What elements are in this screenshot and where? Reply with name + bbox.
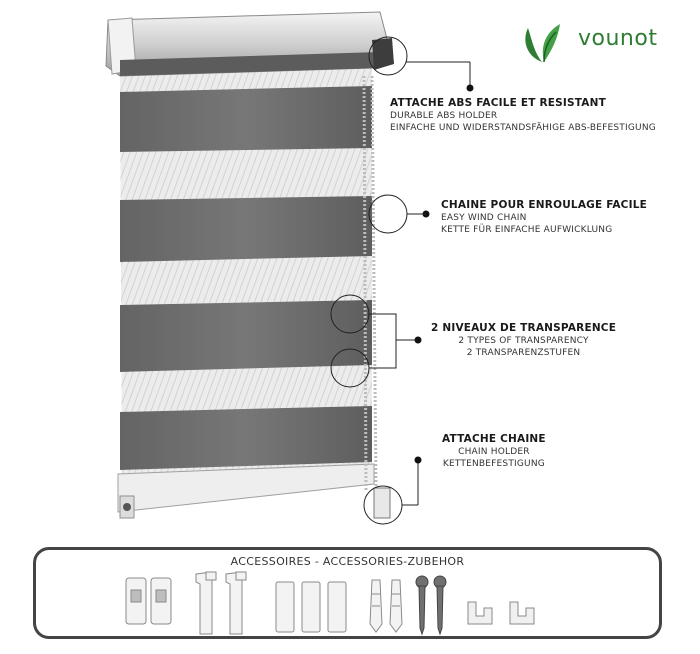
brand-logo: vounot xyxy=(520,22,700,66)
screw-icon xyxy=(415,575,429,636)
callout-line: KETTE FÜR EINFACHE AUFWICKLUNG xyxy=(441,225,613,236)
spacer-icon xyxy=(327,581,347,633)
callout-line: EINFACHE UND WIDERSTANDSFÄHIGE ABS-BEFES… xyxy=(390,123,656,134)
bead-chain xyxy=(362,75,391,519)
accessories-row xyxy=(125,571,535,636)
callout-line: 2 TYPES OF TRANSPARENCY xyxy=(458,336,589,347)
brand-name: vounot xyxy=(578,26,658,51)
wall-plug-icon xyxy=(369,579,383,633)
spacer-icon xyxy=(301,581,321,633)
callout-line: KETTENBEFESTIGUNG xyxy=(442,459,545,470)
callout-line: CHAIN HOLDER xyxy=(458,447,530,458)
dark-stripe xyxy=(120,406,372,470)
top-rail xyxy=(105,11,394,77)
callout-title: ATTACHE ABS FACILE ET RESISTANT xyxy=(390,97,606,109)
dark-stripe xyxy=(120,86,372,152)
callout-line: 2 TRANSPARENZSTUFEN xyxy=(466,348,581,359)
bracket-icon xyxy=(225,571,247,635)
dark-stripe xyxy=(120,196,372,262)
screw-icon xyxy=(433,575,447,636)
callout-line: EASY WIND CHAIN xyxy=(441,213,527,224)
callout-wind-chain: CHAINE POUR ENROULAGE FACILE EASY WIND C… xyxy=(441,198,647,236)
accessories-panel: ACCESSOIRES - ACCESSORIES-ZUBEHOR xyxy=(33,547,662,639)
wall-plug-icon xyxy=(389,579,403,633)
blind-fabric xyxy=(120,62,372,500)
callout-title: ATTACHE CHAINE xyxy=(442,433,546,445)
roller-blind-illustration xyxy=(105,11,474,525)
clip-icon xyxy=(150,577,172,625)
leaf-logo-icon xyxy=(525,24,560,63)
bracket-icon xyxy=(195,571,217,635)
chain-holder-icon xyxy=(467,601,493,625)
dark-stripe xyxy=(120,300,372,372)
chain-holder-icon xyxy=(509,601,535,625)
clip-icon xyxy=(125,577,147,625)
callout-title: 2 NIVEAUX DE TRANSPARENCE xyxy=(431,322,617,334)
callout-abs-holder: ATTACHE ABS FACILE ET RESISTANT DURABLE … xyxy=(390,96,656,134)
spacer-icon xyxy=(275,581,295,633)
callout-dots xyxy=(414,84,474,464)
callout-title: CHAINE POUR ENROULAGE FACILE xyxy=(441,199,647,211)
callout-markers xyxy=(330,36,471,525)
callout-line: DURABLE ABS HOLDER xyxy=(390,111,498,122)
callout-transparency: 2 NIVEAUX DE TRANSPARENCE 2 TYPES OF TRA… xyxy=(431,321,616,359)
callout-chain-holder: ATTACHE CHAINE CHAIN HOLDER KETTENBEFEST… xyxy=(442,432,546,470)
accessories-title: ACCESSOIRES - ACCESSORIES-ZUBEHOR xyxy=(230,555,465,568)
bottom-bar xyxy=(117,463,375,519)
